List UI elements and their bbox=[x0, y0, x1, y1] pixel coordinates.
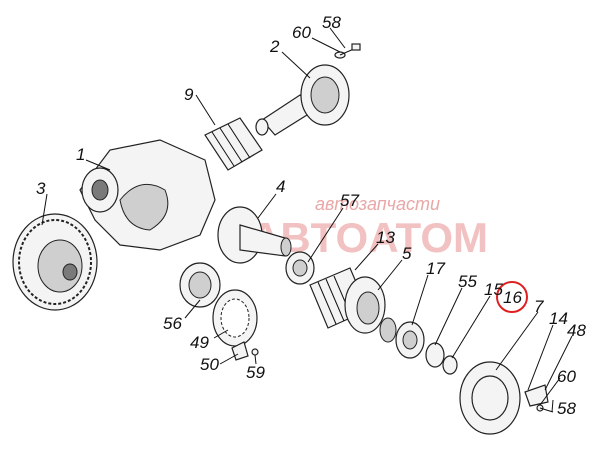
pinion-gear-part-4 bbox=[217, 206, 292, 264]
bearing-part-17 bbox=[395, 321, 425, 359]
callout-14: 14 bbox=[549, 309, 568, 328]
bearing-part-56 bbox=[179, 262, 221, 308]
callout-16: 16 bbox=[503, 288, 522, 307]
callout-58-bottom: 58 bbox=[557, 399, 576, 418]
callout-9: 9 bbox=[184, 85, 194, 104]
clutch-pack-part-9 bbox=[204, 117, 263, 171]
callout-17: 17 bbox=[426, 259, 445, 278]
bearing-part-57 bbox=[285, 251, 315, 285]
callout-60-bottom: 60 bbox=[557, 367, 576, 386]
callout-55: 55 bbox=[458, 272, 477, 291]
spring-part bbox=[379, 317, 397, 343]
callout-3: 3 bbox=[36, 179, 46, 198]
callout-1: 1 bbox=[76, 145, 85, 164]
callout-50: 50 bbox=[200, 355, 219, 374]
highlight-ring-16 bbox=[496, 281, 528, 313]
cover-part-7 bbox=[459, 361, 521, 435]
callout-7: 7 bbox=[534, 297, 544, 316]
callout-60-top: 60 bbox=[292, 23, 311, 42]
callout-49: 49 bbox=[190, 333, 209, 352]
bolt-washer-bottom bbox=[536, 404, 554, 413]
ring-gear-part-3 bbox=[12, 213, 98, 311]
callout-59: 59 bbox=[246, 363, 265, 382]
washer-part-55 bbox=[425, 342, 445, 368]
callout-15: 15 bbox=[484, 280, 503, 299]
drive-shaft-part-2 bbox=[255, 64, 350, 136]
cup-part-5 bbox=[344, 276, 386, 334]
bracket-part-48 bbox=[524, 384, 549, 407]
callout-56: 56 bbox=[163, 314, 182, 333]
callout-57: 57 bbox=[340, 191, 359, 210]
watermark-tagline: автозапчасти bbox=[315, 194, 440, 214]
callout-58-top: 58 bbox=[322, 13, 341, 32]
callout-48: 48 bbox=[567, 321, 586, 340]
differential-housing-part-1 bbox=[79, 139, 216, 251]
leader-lines bbox=[41, 27, 573, 413]
callout-4: 4 bbox=[276, 177, 285, 196]
callout-labels: 58 60 2 9 1 3 4 57 13 5 17 55 15 16 7 14… bbox=[36, 13, 586, 418]
callout-5: 5 bbox=[402, 244, 412, 263]
nut-part-15 bbox=[442, 355, 458, 375]
callout-2: 2 bbox=[269, 37, 280, 56]
callout-13: 13 bbox=[376, 228, 395, 247]
ring-part-49 bbox=[212, 289, 258, 347]
